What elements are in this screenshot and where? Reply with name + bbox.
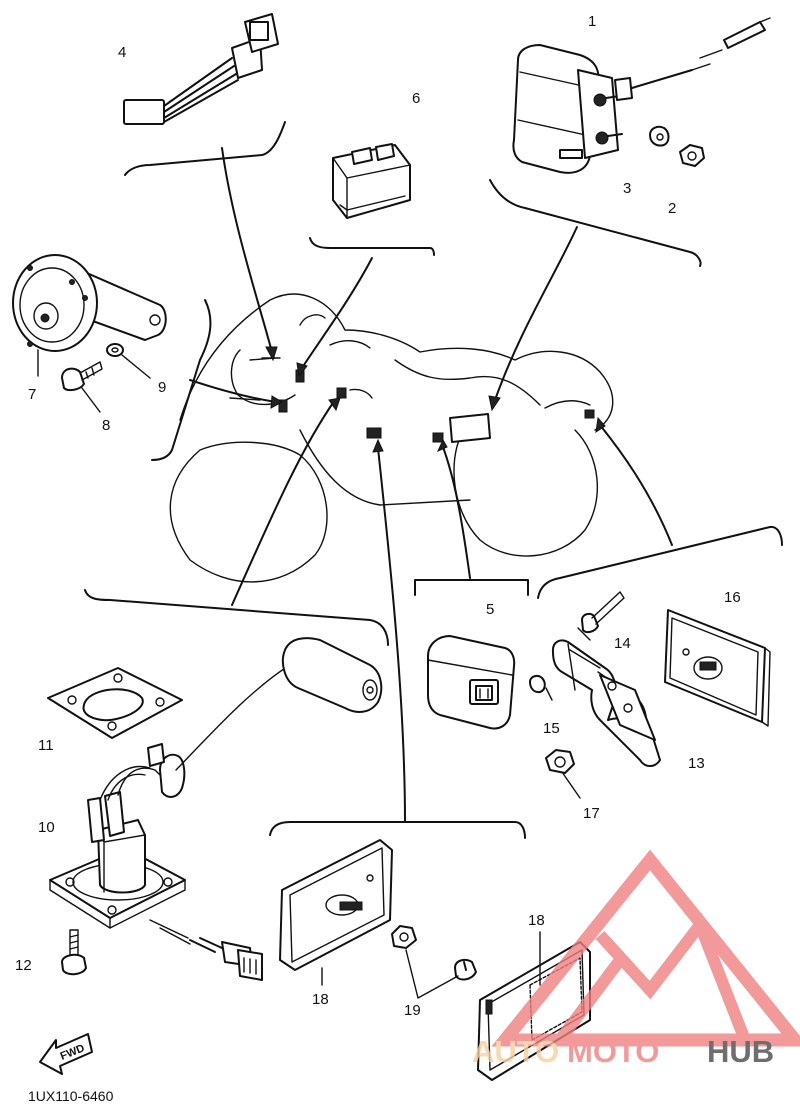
diagram-code: 1UX110-6460 — [28, 1088, 114, 1104]
callout-2: 2 — [668, 200, 676, 217]
callout-9: 9 — [158, 379, 166, 396]
reflector-part-16 — [664, 609, 771, 727]
callout-1: 1 — [588, 13, 596, 30]
callout-18-left: 18 — [312, 991, 329, 1008]
wire-harness-part-4 — [123, 13, 279, 125]
callout-17: 17 — [583, 805, 600, 822]
callout-12: 12 — [15, 957, 32, 974]
callout-15: 15 — [543, 720, 560, 737]
nut-part-2 — [679, 144, 705, 167]
nut-part-17 — [545, 749, 581, 799]
motorcycle-outline — [169, 293, 614, 583]
callout-3: 3 — [623, 180, 631, 197]
horn-part-7 — [12, 254, 167, 377]
callout-19: 19 — [404, 1002, 421, 1019]
callout-4: 4 — [118, 44, 126, 61]
watermark-auto: AUTO — [472, 1034, 559, 1069]
bolt-part-14 — [577, 591, 625, 641]
callout-6: 6 — [412, 90, 420, 107]
watermark-hub: HUB — [707, 1034, 774, 1069]
watermark-moto: MOTO — [567, 1034, 659, 1069]
callout-18-right: 18 — [528, 912, 545, 929]
callout-11: 11 — [38, 737, 54, 754]
starter-relay-part-1 — [512, 17, 771, 174]
callout-10: 10 — [38, 819, 55, 836]
flasher-relay-part-5 — [427, 635, 516, 730]
fuel-sender-part-10 — [49, 637, 383, 981]
callout-numbers: 1 2 3 4 5 6 7 8 9 10 11 12 13 14 15 16 1… — [15, 13, 741, 1019]
callout-13: 13 — [688, 755, 705, 772]
leader-lines — [84, 121, 783, 839]
callout-7: 7 — [28, 386, 36, 403]
fwd-arrow-icon: FWD — [39, 1033, 93, 1075]
callout-8: 8 — [102, 417, 110, 434]
nut-part-19 — [391, 925, 477, 999]
washer-part-3 — [649, 125, 670, 147]
callout-14: 14 — [614, 635, 631, 652]
screw-part-12 — [61, 929, 87, 976]
gasket-part-11 — [47, 667, 183, 739]
callout-16: 16 — [724, 589, 741, 606]
washer-part-9 — [106, 343, 151, 379]
automotohub-watermark-logo: AUTO MOTO HUB — [472, 849, 800, 1069]
reflector-part-18-left — [279, 839, 393, 986]
bolt-part-8 — [61, 361, 103, 413]
bracket-part-13 — [551, 639, 661, 767]
callout-5: 5 — [486, 601, 494, 618]
washer-part-15 — [529, 674, 553, 701]
relay-part-6 — [332, 143, 411, 219]
